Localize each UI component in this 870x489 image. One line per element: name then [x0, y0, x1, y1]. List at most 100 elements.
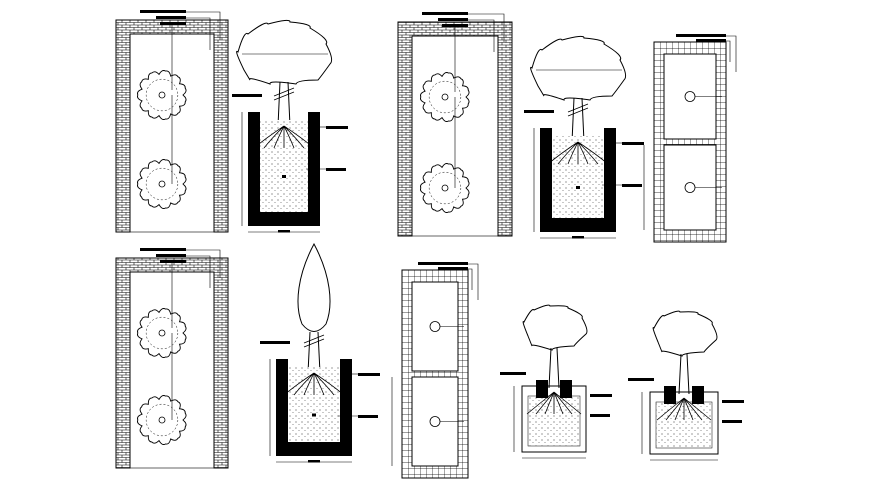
label-block: [438, 267, 468, 270]
root-ball: [547, 141, 609, 165]
label-block: [622, 142, 644, 145]
trunk-break-symbol: [567, 103, 589, 117]
tree-trunk: [307, 331, 321, 374]
label-block: [696, 39, 726, 42]
trunk-plan-mark: [158, 416, 166, 424]
section-raised-planter-right: [628, 310, 744, 461]
tree-canopy-plan-lower: [420, 163, 470, 213]
label-block: [442, 24, 468, 27]
trunk-plan-mark: [441, 93, 449, 101]
plan-brick-bed-top-left: [115, 10, 229, 233]
planter-edge-block-right: [560, 380, 572, 398]
section-tree-pit-top-middle: [524, 35, 644, 239]
label-block: [500, 372, 526, 375]
plan-brick-bed-bottom-left: [115, 248, 229, 469]
tree-canopy-plan-lower: [137, 159, 187, 209]
tree-trunk: [277, 81, 291, 127]
leader-line: [726, 40, 731, 62]
leader-line: [468, 268, 473, 290]
canopy-inner-ring: [145, 78, 179, 112]
tree-canopy-elevation: [236, 19, 333, 85]
plan-tree-grate-top-right: [643, 34, 737, 243]
tree-canopy-plan-lower: [137, 395, 187, 445]
label-block: [260, 341, 290, 344]
center-mark: [282, 175, 286, 178]
root-ball: [526, 391, 582, 415]
section-raised-planter-left: [500, 304, 612, 459]
label-block: [524, 110, 554, 113]
label-block: [326, 168, 346, 171]
planter-edge-block-right: [692, 386, 704, 404]
planter-box: [521, 385, 587, 453]
tree-trunk: [548, 347, 560, 389]
tree-trunk: [571, 97, 585, 143]
trunk-plan-mark: [158, 91, 166, 99]
label-block: [326, 126, 348, 129]
tree-canopy-elevation: [652, 310, 718, 357]
label-block: [156, 254, 186, 257]
tree-trunk: [678, 353, 690, 395]
canopy-inner-ring: [428, 171, 462, 205]
dimension-label-block: [572, 236, 584, 239]
trunk-plan-mark: [441, 184, 449, 192]
canopy-inner-ring: [145, 316, 179, 350]
label-block: [160, 260, 186, 263]
label-block: [676, 34, 726, 37]
planter-edge-block-left: [536, 380, 548, 398]
leader-line: [468, 263, 479, 300]
leader-line: [186, 249, 221, 278]
label-block: [422, 12, 468, 15]
canopy-inner-ring: [428, 80, 462, 114]
trunk-break-symbol: [303, 334, 325, 348]
leader-line: [186, 11, 221, 40]
trunk-break-symbol: [273, 87, 295, 101]
plan-brick-bed-top-middle: [397, 12, 513, 237]
label-block: [358, 415, 378, 418]
leader-line: [468, 19, 495, 52]
dimension-label-block: [308, 460, 320, 463]
label-block: [140, 10, 186, 13]
plan-tree-grate-bottom: [391, 262, 479, 479]
leader-line: [468, 13, 505, 42]
leader-line: [186, 17, 211, 50]
section-cypress-pit-bottom: [260, 242, 380, 463]
cypress-canopy: [297, 242, 331, 332]
root-ball: [253, 125, 315, 149]
center-mark: [576, 186, 580, 189]
tree-canopy-plan-upper: [137, 308, 187, 358]
leader-line: [186, 255, 211, 288]
label-block: [722, 400, 744, 403]
label-block: [438, 18, 468, 21]
root-ball: [656, 397, 712, 421]
label-block: [156, 16, 186, 19]
planter-box: [649, 391, 719, 455]
trunk-plan-mark: [158, 180, 166, 188]
canopy-inner-ring: [145, 403, 179, 437]
label-block: [418, 262, 468, 265]
center-mark: [312, 413, 316, 417]
label-block: [628, 378, 654, 381]
leader-line: [726, 35, 737, 72]
pit-wall-section: [276, 359, 352, 456]
label-block: [140, 248, 186, 251]
section-tree-pit-top-left: [232, 19, 348, 233]
label-block: [590, 394, 612, 397]
tree-canopy-plan-upper: [420, 72, 470, 122]
label-block: [232, 94, 262, 97]
label-block: [622, 184, 642, 187]
pit-wall-section: [248, 112, 320, 226]
planter-edge-block-left: [664, 386, 676, 404]
label-block: [722, 420, 742, 423]
canopy-inner-ring: [145, 167, 179, 201]
pit-wall-section: [540, 128, 616, 232]
root-ball: [283, 372, 345, 396]
label-block: [590, 414, 610, 417]
tree-canopy-elevation: [530, 35, 627, 101]
label-block: [358, 373, 380, 376]
tree-canopy-elevation: [522, 304, 588, 351]
dimension-label-block: [278, 230, 290, 233]
tree-canopy-plan-upper: [137, 70, 187, 120]
label-block: [160, 22, 186, 25]
trunk-plan-mark: [158, 329, 166, 337]
